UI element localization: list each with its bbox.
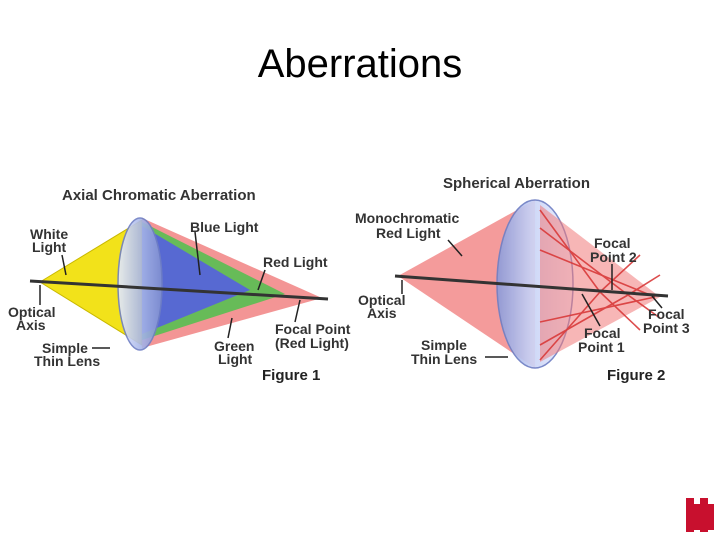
- figure-2-caption: Figure 2: [607, 367, 665, 384]
- optical-axis-line-2: [394, 274, 669, 298]
- thin-lens-1: [117, 217, 163, 351]
- label-focal-point2-2: Point 2: [590, 249, 637, 265]
- label-simple-lens2-1: Simple: [421, 337, 467, 353]
- monochromatic-light-cone: [398, 200, 535, 368]
- figure-2: Spherical Aberration Monochromati: [355, 175, 690, 384]
- leader-blue-light: [194, 231, 201, 276]
- label-white-light-1: White: [30, 226, 68, 242]
- label-simple-lens2-2: Thin Lens: [411, 351, 477, 367]
- label-simple-lens-1: Simple: [42, 340, 88, 356]
- figure-1-heading: Axial Chromatic Aberration: [62, 187, 256, 204]
- label-optical-axis2-2: Axis: [367, 305, 397, 321]
- label-white-light-2: Light: [32, 239, 67, 255]
- blue-light-cone: [142, 226, 250, 334]
- label-focal-point3-2: Point 3: [643, 320, 690, 336]
- label-green-light-1: Green: [214, 338, 254, 354]
- spherical-ray-paths: [539, 209, 661, 361]
- university-logo-icon: [686, 498, 714, 532]
- label-monochromatic-2: Red Light: [376, 225, 441, 241]
- figure-2-heading: Spherical Aberration: [443, 175, 590, 192]
- leader-monochromatic: [447, 239, 463, 257]
- leader-red-light: [257, 269, 266, 291]
- leader-white-light: [61, 254, 67, 276]
- label-simple-lens-2: Thin Lens: [34, 353, 100, 369]
- leader-focal-point-3: [651, 295, 663, 309]
- label-green-light-2: Light: [218, 351, 253, 367]
- label-focal-point2-1: Focal: [594, 235, 631, 251]
- label-focal-point1-1: Focal: [584, 325, 621, 341]
- figure-1: Axial Chromatic Aberration White Light B…: [8, 187, 351, 384]
- label-focal-point1-2: Point 1: [578, 339, 625, 355]
- label-focal-point3-1: Focal: [648, 306, 685, 322]
- leader-focal-point-1: [581, 293, 601, 327]
- label-blue-light: Blue Light: [190, 219, 259, 235]
- label-optical-axis-2: Axis: [16, 317, 46, 333]
- figure-1-caption: Figure 1: [262, 367, 320, 384]
- label-red-light: Red Light: [263, 254, 328, 270]
- optical-axis-line-1: [29, 279, 329, 301]
- leader-focal-point: [294, 299, 301, 323]
- slide-title: Aberrations: [257, 42, 463, 86]
- converging-rays: [540, 205, 660, 362]
- label-optical-axis-1: Optical: [8, 304, 55, 320]
- label-optical-axis2-1: Optical: [358, 292, 405, 308]
- label-monochromatic-1: Monochromatic: [355, 210, 459, 226]
- label-focal-point-2: (Red Light): [275, 335, 349, 351]
- leader-green-light: [227, 317, 233, 339]
- label-focal-point-1: Focal Point: [275, 321, 351, 337]
